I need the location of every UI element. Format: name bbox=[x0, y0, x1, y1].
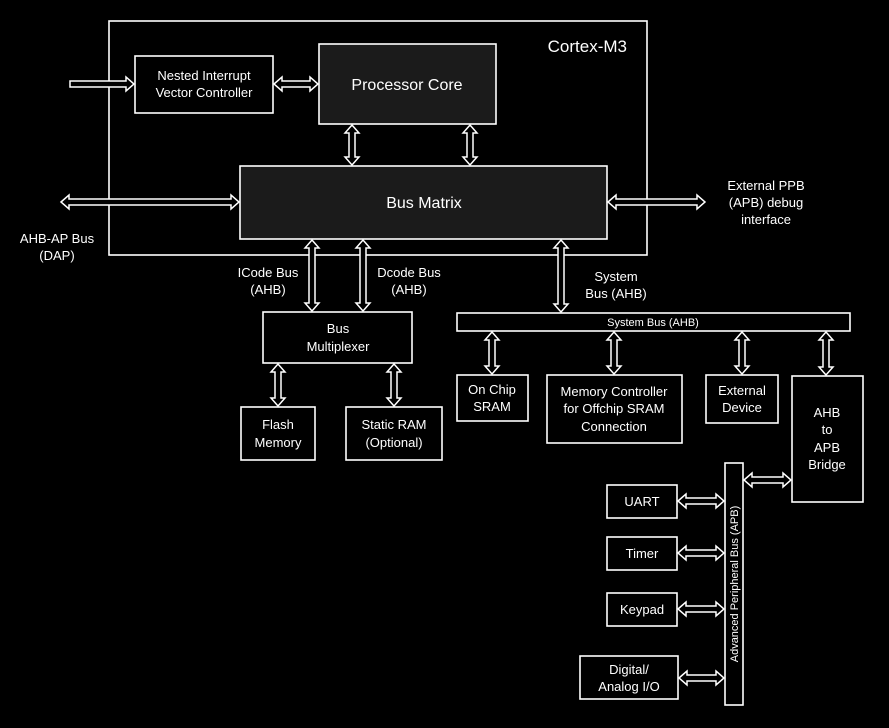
dcode-bus-arrow bbox=[354, 238, 372, 313]
system-bus-label-line-2: Bus (AHB) bbox=[585, 286, 646, 301]
bus-multiplexer-label-line-1: Bus bbox=[327, 321, 350, 336]
ahb-ap-bus-label-line-2: (DAP) bbox=[39, 248, 74, 263]
static-ram-label-line-1: Static RAM bbox=[361, 417, 426, 432]
mux-flash-arrow bbox=[269, 362, 287, 408]
external-ppb-label-line-1: External PPB bbox=[727, 178, 804, 193]
flash-memory-label-line-2: Memory bbox=[255, 435, 302, 450]
bridge-label-line-1: AHB bbox=[814, 405, 841, 420]
flash-memory-label-line-1: Flash bbox=[262, 417, 294, 432]
external-ppb-label-line-3: interface bbox=[741, 212, 791, 227]
ahb-ap-bus-label-line-1: AHB-AP Bus bbox=[20, 231, 95, 246]
cortex-m3-boundary bbox=[108, 20, 648, 256]
timer-block: Timer bbox=[606, 536, 678, 571]
processor-core-block: Processor Core bbox=[318, 43, 497, 125]
sysbus-bridge-arrow bbox=[817, 330, 835, 377]
uart-block: UART bbox=[606, 484, 678, 519]
apb-bus-bar: Advanced Peripheral Bus (APB) bbox=[724, 462, 744, 706]
nvic-label-line-2: Vector Controller bbox=[156, 85, 253, 100]
bridge-label-line-3: APB bbox=[814, 440, 840, 455]
icode-bus-label-line-1: ICode Bus bbox=[238, 265, 299, 280]
static-ram-block: Static RAM (Optional) bbox=[345, 406, 443, 461]
memory-controller-label-line-1: Memory Controller bbox=[561, 384, 669, 399]
interrupt-input-arrow bbox=[69, 75, 136, 93]
ahb-ap-bus-arrow bbox=[59, 193, 241, 211]
external-ppb-arrow bbox=[606, 193, 707, 211]
system-bus-label-line-1: System bbox=[594, 269, 637, 284]
keypad-block: Keypad bbox=[606, 592, 678, 627]
system-bus-bar: System Bus (AHB) bbox=[456, 312, 851, 332]
apb-digital-analog-io-arrow bbox=[677, 669, 726, 687]
bus-multiplexer-block: Bus Multiplexer bbox=[262, 311, 413, 364]
memory-controller-label-line-2: for Offchip SRAM bbox=[564, 401, 665, 416]
system-bus-arrow bbox=[552, 238, 570, 314]
memory-controller-block: Memory Controller for Offchip SRAM Conne… bbox=[546, 374, 683, 444]
processor-core-label: Processor Core bbox=[351, 77, 462, 94]
timer-label: Timer bbox=[626, 546, 659, 561]
nvic-core-arrow bbox=[272, 75, 320, 93]
system-bus-bar-label: System Bus (AHB) bbox=[607, 317, 699, 329]
flash-memory-block: Flash Memory bbox=[240, 406, 316, 461]
memory-controller-label-line-3: Connection bbox=[581, 419, 647, 434]
bridge-label-line-2: to bbox=[822, 422, 833, 437]
core-bus-matrix-arrow-left bbox=[343, 123, 361, 167]
external-device-label-line-1: External bbox=[718, 383, 766, 398]
sysbus-onchip-sram-arrow bbox=[483, 330, 501, 376]
core-bus-matrix-arrow-right bbox=[461, 123, 479, 167]
icode-bus-label-line-2: (AHB) bbox=[250, 282, 285, 297]
bridge-label-line-4: Bridge bbox=[808, 457, 846, 472]
icode-bus-arrow bbox=[303, 238, 321, 313]
sysbus-memory-controller-arrow bbox=[605, 330, 623, 376]
nvic-label-line-1: Nested Interrupt bbox=[157, 68, 251, 83]
digital-analog-io-block: Digital/ Analog I/O bbox=[579, 655, 679, 700]
on-chip-sram-label-line-1: On Chip bbox=[468, 382, 516, 397]
connection-arrows bbox=[59, 75, 835, 687]
static-ram-label-line-2: (Optional) bbox=[365, 435, 422, 450]
nvic-block: Nested Interrupt Vector Controller bbox=[134, 55, 274, 114]
keypad-label: Keypad bbox=[620, 602, 664, 617]
apb-keypad-arrow bbox=[676, 600, 726, 618]
bus-matrix-block: Bus Matrix bbox=[239, 165, 608, 240]
on-chip-sram-label-line-2: SRAM bbox=[473, 399, 511, 414]
dcode-bus-label-line-2: (AHB) bbox=[391, 282, 426, 297]
ahb-to-apb-bridge-block: AHB to APB Bridge bbox=[791, 375, 864, 503]
bus-matrix-label: Bus Matrix bbox=[386, 195, 462, 212]
digital-analog-io-label-line-2: Analog I/O bbox=[598, 679, 659, 694]
external-device-block: External Device bbox=[705, 374, 779, 424]
dcode-bus-label-line-1: Dcode Bus bbox=[377, 265, 441, 280]
bridge-apb-arrow bbox=[742, 471, 793, 489]
mux-sram-arrow bbox=[385, 362, 403, 408]
digital-analog-io-label-line-1: Digital/ bbox=[609, 662, 649, 677]
external-ppb-label-line-2: (APB) debug bbox=[729, 195, 803, 210]
on-chip-sram-block: On Chip SRAM bbox=[456, 374, 529, 422]
uart-label: UART bbox=[624, 494, 659, 509]
sysbus-external-device-arrow bbox=[733, 330, 751, 376]
apb-bus-label: Advanced Peripheral Bus (APB) bbox=[729, 506, 741, 663]
cortex-m3-title: Cortex-M3 bbox=[548, 37, 627, 56]
apb-timer-arrow bbox=[676, 544, 726, 562]
external-device-label-line-2: Device bbox=[722, 400, 762, 415]
bus-multiplexer-label-line-2: Multiplexer bbox=[307, 339, 371, 354]
apb-uart-arrow bbox=[676, 492, 726, 510]
